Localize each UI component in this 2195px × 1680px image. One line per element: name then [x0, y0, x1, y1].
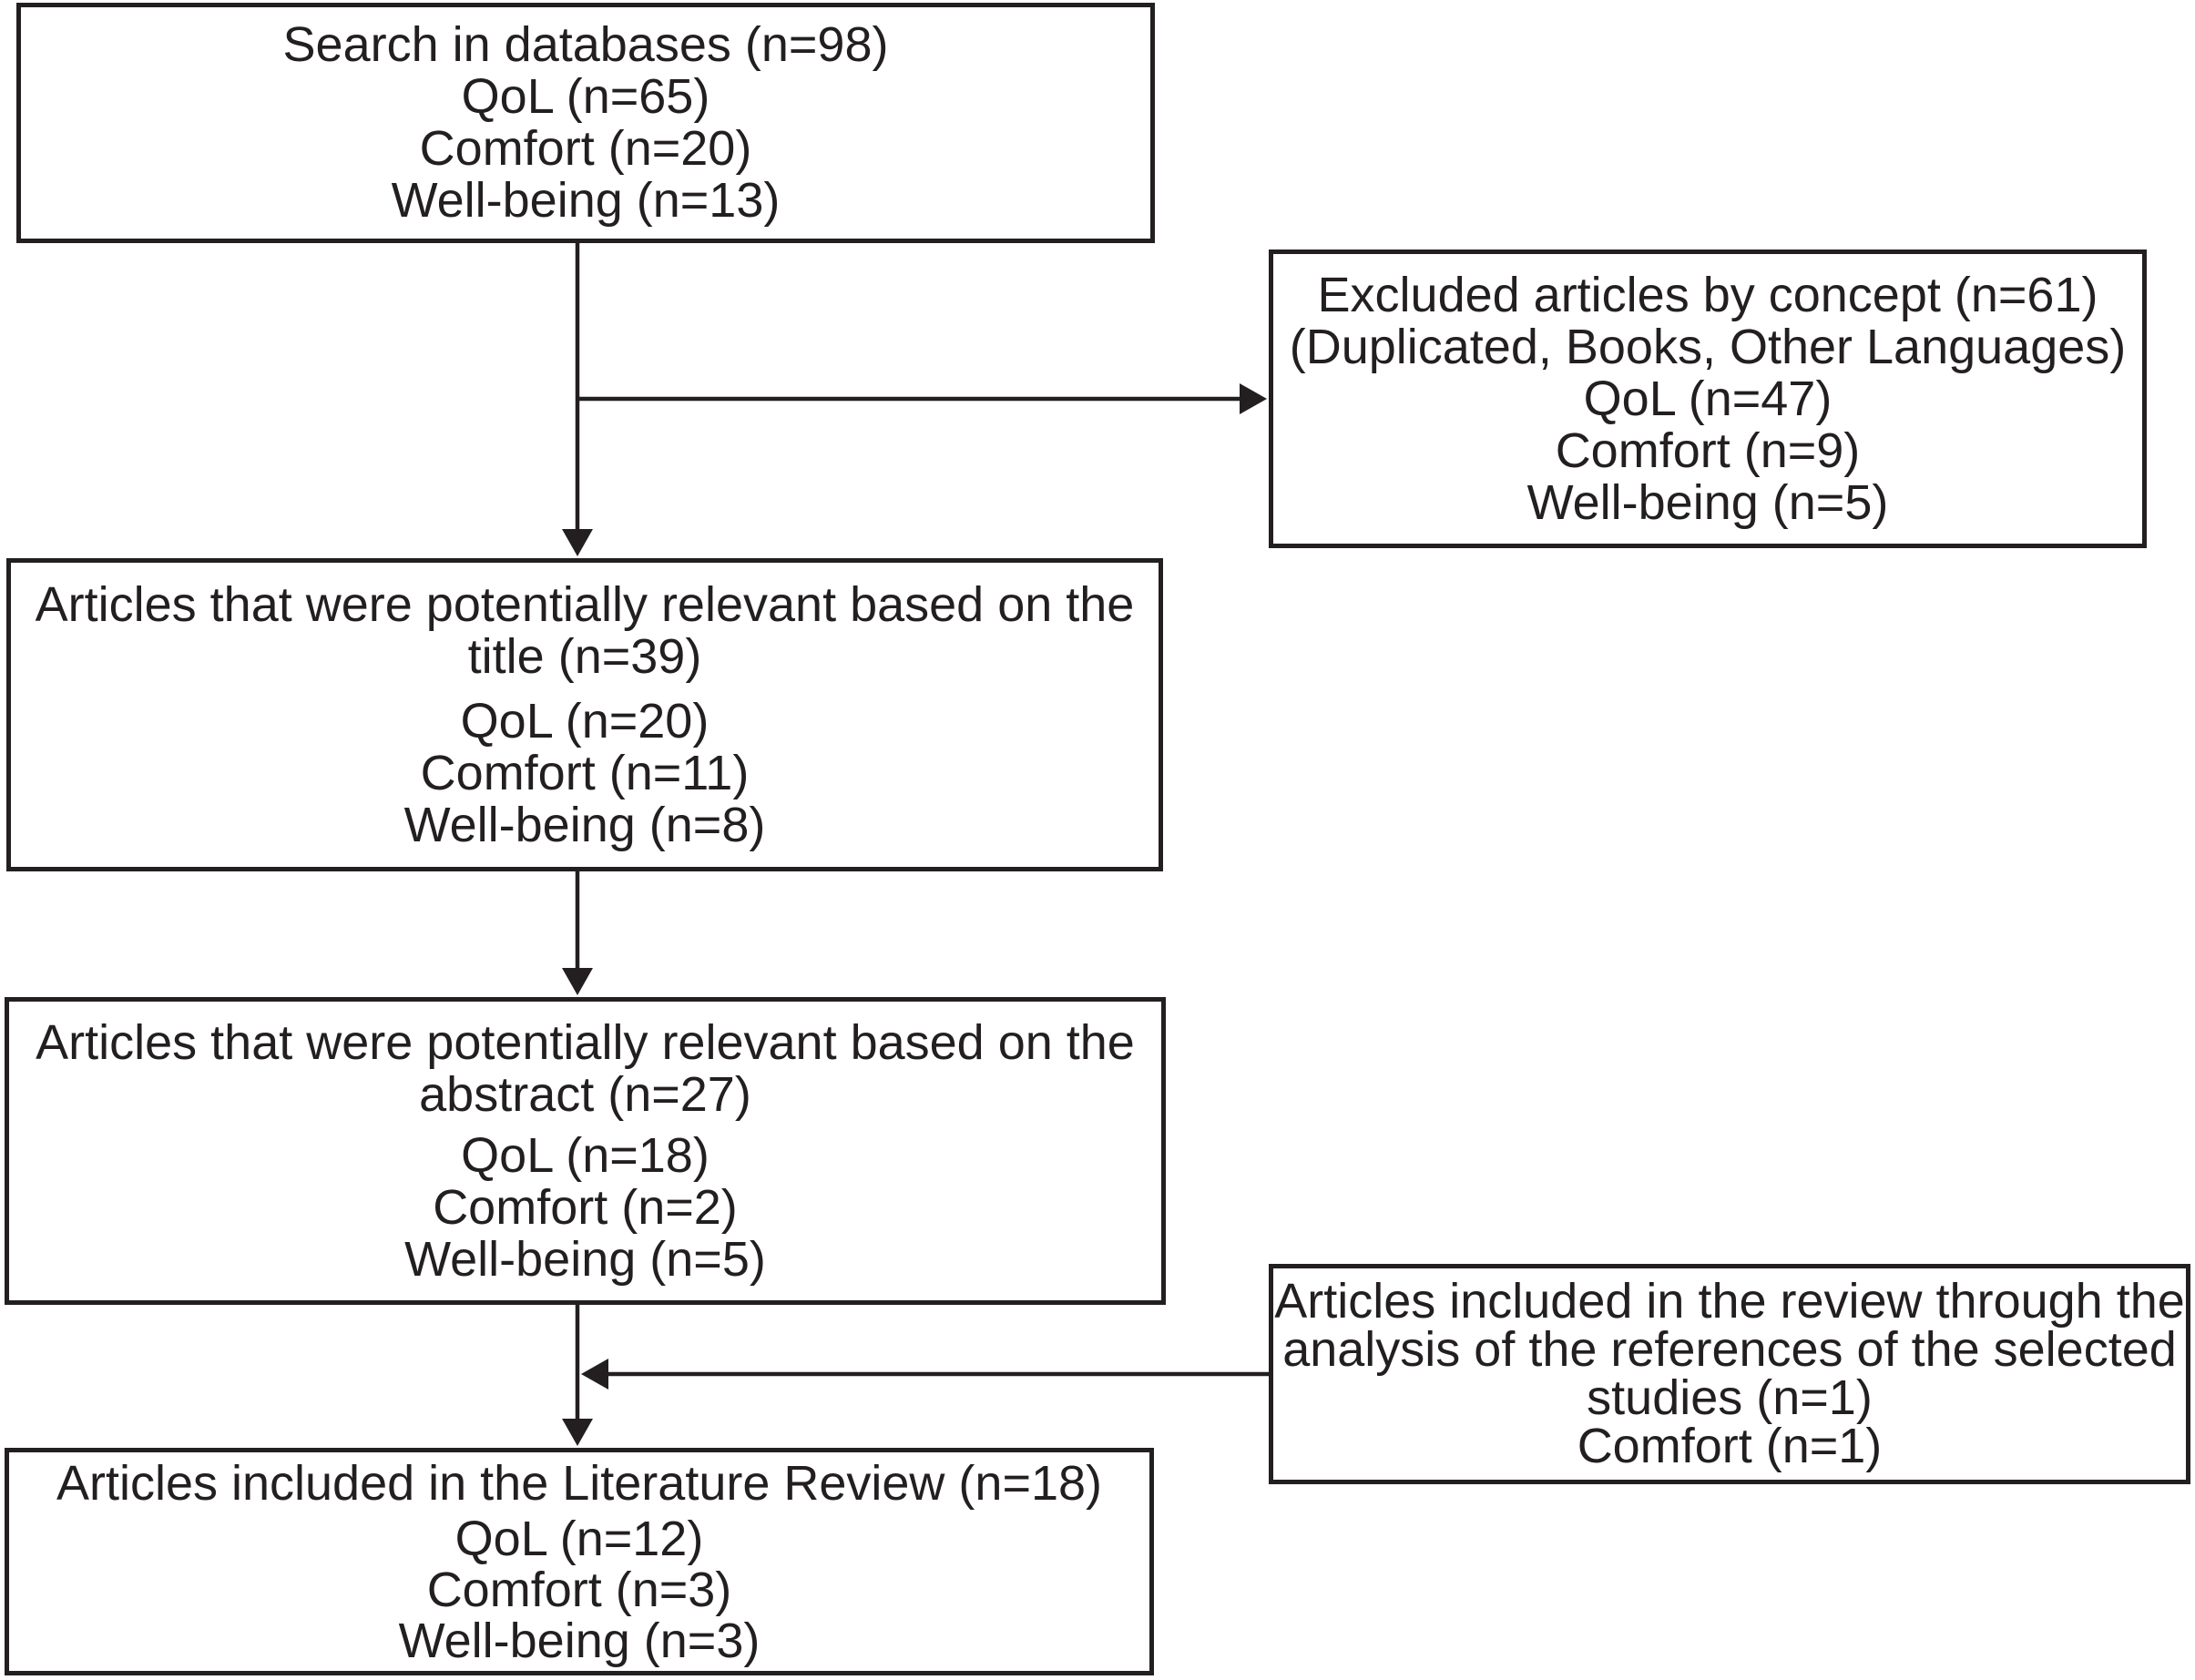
included-total-line: Articles included in the Literature Revi…	[56, 1455, 1103, 1511]
search-wellbeing-line: Well-being (n=13)	[391, 173, 781, 228]
title-qol-line: QoL (n=20)	[460, 693, 710, 748]
included-wellbeing-line: Well-being (n=3)	[398, 1613, 761, 1668]
box-included-via-references: Articles included in the review through …	[1269, 1264, 2190, 1484]
search-comfort-line: Comfort (n=20)	[419, 121, 752, 176]
included-comfort-line: Comfort (n=3)	[426, 1562, 732, 1617]
abstract-wellbeing-line: Well-being (n=5)	[404, 1231, 766, 1287]
box-heading: Excluded articles by concept (n=61) (Dup…	[1289, 267, 2127, 374]
box-search-in-databases: Search in databases (n=98) QoL (n=65) Co…	[16, 3, 1155, 243]
abstract-heading-line-2: abstract (n=27)	[419, 1066, 751, 1122]
arrow-title-to-abstract	[562, 870, 593, 995]
title-heading-line-2: title (n=39)	[467, 628, 702, 684]
abstract-comfort-line: Comfort (n=2)	[433, 1179, 738, 1235]
box-heading: Search in databases (n=98)	[283, 19, 889, 71]
box-heading: Articles that were potentially relevant …	[36, 1014, 1135, 1122]
box-included-in-review: Articles included in the Literature Revi…	[5, 1448, 1154, 1675]
box-sub-counts: QoL (n=20) Comfort (n=11) Well-being (n=…	[403, 693, 766, 852]
title-comfort-line: Comfort (n=11)	[420, 745, 750, 800]
references-heading-line-2: analysis of the references of the select…	[1282, 1322, 2177, 1377]
arrow-references-merge	[581, 1359, 1269, 1390]
excluded-reasons-line: (Duplicated, Books, Other Languages)	[1289, 319, 2127, 374]
excluded-comfort-line: Comfort (n=9)	[1555, 423, 1861, 478]
abstract-qol-line: QoL (n=18)	[461, 1127, 710, 1183]
box-relevant-by-abstract: Articles that were potentially relevant …	[5, 997, 1166, 1305]
title-heading-line-1: Articles that were potentially relevant …	[35, 576, 1135, 632]
references-comfort-line: Comfort (n=1)	[1577, 1419, 1883, 1473]
excluded-wellbeing-line: Well-being (n=5)	[1526, 474, 1889, 530]
box-sub-counts: QoL (n=47) Comfort (n=9) Well-being (n=5…	[1526, 371, 1889, 530]
abstract-heading-line-1: Articles that were potentially relevant …	[36, 1014, 1135, 1070]
references-heading-line-3: studies (n=1)	[1587, 1370, 1873, 1425]
box-sub-counts: QoL (n=12) Comfort (n=3) Well-being (n=3…	[399, 1513, 761, 1666]
box-sub-counts: Comfort (n=1)	[1577, 1419, 1883, 1473]
search-qol-line: QoL (n=65)	[461, 69, 710, 124]
arrow-abstract-to-included	[562, 1305, 593, 1446]
arrow-to-excluded	[577, 383, 1267, 414]
box-relevant-by-title: Articles that were potentially relevant …	[6, 558, 1163, 871]
box-heading: Articles included in the review through …	[1274, 1274, 2185, 1425]
box-excluded-articles: Excluded articles by concept (n=61) (Dup…	[1269, 249, 2147, 548]
excluded-qol-line: QoL (n=47)	[1583, 371, 1833, 426]
box-heading: Articles included in the Literature Revi…	[56, 1458, 1102, 1509]
references-heading-line-1: Articles included in the review through …	[1274, 1274, 2185, 1329]
box-sub-counts: QoL (n=65) Comfort (n=20) Well-being (n=…	[392, 71, 781, 227]
search-total-line: Search in databases (n=98)	[282, 17, 889, 72]
title-wellbeing-line: Well-being (n=8)	[403, 797, 766, 852]
excluded-total-line: Excluded articles by concept (n=61)	[1317, 267, 2098, 322]
arrow-search-to-title	[562, 241, 593, 556]
included-qol-line: QoL (n=12)	[454, 1511, 704, 1566]
box-sub-counts: QoL (n=18) Comfort (n=2) Well-being (n=5…	[404, 1127, 766, 1287]
box-heading: Articles that were potentially relevant …	[35, 576, 1135, 684]
